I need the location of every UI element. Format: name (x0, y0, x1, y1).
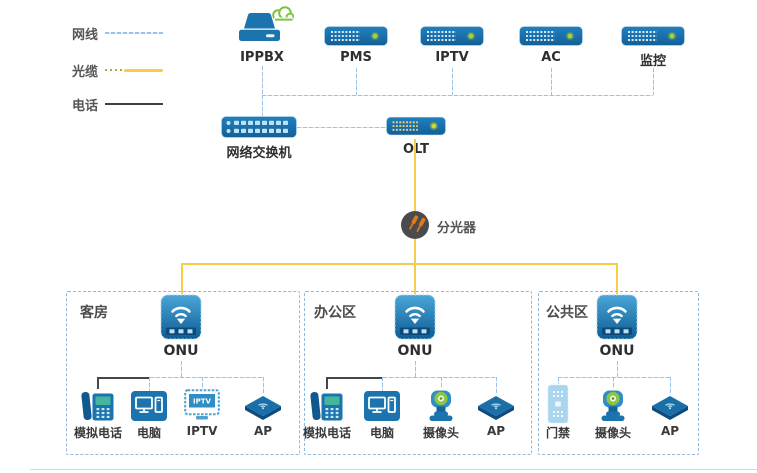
access-point-icon-zone1 (243, 393, 283, 421)
camera-icon-zone2 (425, 388, 457, 422)
net-line-top-bus (262, 95, 653, 96)
ippbx-label: IPPBX (240, 50, 284, 65)
iptv-label-zone1: IPTV (186, 424, 218, 438)
legend-label-fiber: 光缆 (72, 65, 99, 80)
net-line-zone3-door-drop (558, 377, 559, 384)
phone-line-zone1-bus (98, 376, 150, 379)
ap-label-zone3: AP (660, 424, 680, 438)
camera-label-zone3: 摄像头 (594, 426, 631, 440)
zone-box-guest-room (66, 291, 300, 455)
computer-icon-zone2 (364, 391, 400, 421)
iptv-tv-screen-text: IPTV (193, 397, 212, 405)
zone-box-public-area (538, 291, 699, 455)
camera-icon-zone3 (597, 388, 629, 422)
onu-label-zone1: ONU (163, 343, 199, 359)
net-line-ippbx-drop (262, 66, 263, 95)
legend-line-fiber (124, 68, 163, 72)
net-line-zone2-pc-drop (382, 377, 383, 391)
pms-label: PMS (340, 50, 372, 65)
zone-name-guest-room: 客房 (80, 305, 108, 321)
onu-label-zone2: ONU (397, 343, 433, 359)
ippbx-server-icon (232, 5, 294, 47)
net-line-zone1-bus (150, 377, 263, 378)
iptv-server-icon (420, 26, 484, 46)
net-line-zone3-camera-drop (613, 377, 614, 388)
net-line-zone2-bus (383, 377, 496, 378)
net-line-iptv-drop (452, 68, 453, 95)
fiber-line-olt-to-splitter (414, 139, 416, 211)
net-line-zone3-bus (558, 377, 670, 378)
onu-icon-zone1 (160, 294, 202, 340)
net-line-zone2-camera-drop (441, 377, 442, 388)
net-line-surveillance-drop (653, 68, 654, 95)
legend-line-fiber-dots (105, 69, 124, 71)
phone-line-zone2-drop (326, 377, 328, 389)
zone-box-office-area (304, 291, 532, 455)
computer-label-zone1: 电脑 (136, 426, 161, 440)
olt-icon (386, 116, 446, 136)
computer-icon-zone1 (131, 391, 167, 421)
net-line-pms-drop (356, 68, 357, 95)
optical-splitter-label: 分光器 (437, 221, 477, 236)
fiber-line-splitter-down (414, 239, 416, 264)
fiber-line-drop-zone1 (181, 263, 183, 294)
iptv-server-label: IPTV (435, 50, 469, 65)
computer-label-zone2: 电脑 (369, 426, 394, 440)
net-line-onu3-down (617, 361, 618, 377)
camera-label-zone2: 摄像头 (422, 426, 459, 440)
legend-label-network: 网线 (72, 28, 99, 43)
olt-label: OLT (402, 142, 430, 157)
door-access-label-zone3: 门禁 (545, 426, 570, 440)
fiber-line-drop-zone2 (414, 263, 416, 294)
analog-phone-icon-zone2 (309, 389, 345, 423)
legend-label-phone: 电话 (72, 99, 99, 114)
ac-server-icon (519, 26, 583, 46)
pms-server-icon (324, 26, 388, 46)
fiber-line-drop-zone3 (616, 263, 618, 294)
zone-name-office-area: 办公区 (314, 305, 356, 321)
phone-line-zone1-drop (97, 377, 99, 389)
net-line-zone3-ap-drop (670, 377, 671, 393)
analog-phone-icon-zone1 (80, 389, 116, 423)
network-switch-icon (221, 116, 297, 138)
net-line-onu1-down (181, 361, 182, 377)
onu-icon-zone3 (596, 294, 638, 340)
iptv-tv-icon-zone1: IPTV (184, 389, 220, 421)
door-access-icon-zone3 (547, 384, 569, 424)
net-line-zone1-ap-drop (263, 377, 264, 393)
fiber-line-distribution-bus (181, 263, 617, 265)
zone-name-public-area: 公共区 (546, 305, 588, 321)
net-line-ac-drop (551, 68, 552, 95)
legend-line-phone (105, 103, 163, 105)
analog-phone-label-zone1: 模拟电话 (73, 426, 122, 440)
onu-label-zone3: ONU (599, 343, 635, 359)
net-line-onu2-down (415, 361, 416, 377)
legend-line-network (105, 32, 163, 34)
analog-phone-label-zone2: 模拟电话 (302, 426, 351, 440)
ap-label-zone2: AP (486, 424, 506, 438)
phone-line-zone2-bus (327, 376, 383, 379)
optical-splitter-icon (400, 210, 430, 240)
ap-label-zone1: AP (253, 424, 273, 438)
net-line-zone1-pc-drop (149, 377, 150, 391)
onu-icon-zone2 (394, 294, 436, 340)
surveillance-server-icon (621, 26, 685, 46)
ac-label: AC (541, 50, 561, 65)
surveillance-label: 监控 (639, 54, 666, 69)
net-line-switch-to-olt (297, 127, 386, 128)
access-point-icon-zone3 (650, 393, 690, 421)
net-line-zone2-ap-drop (496, 377, 497, 393)
access-point-icon-zone2 (476, 393, 516, 421)
page-bottom-rule (30, 469, 757, 470)
net-line-zone1-tv-drop (202, 377, 203, 389)
network-switch-label: 网络交换机 (226, 146, 292, 161)
net-line-bus-to-switch (262, 95, 263, 116)
